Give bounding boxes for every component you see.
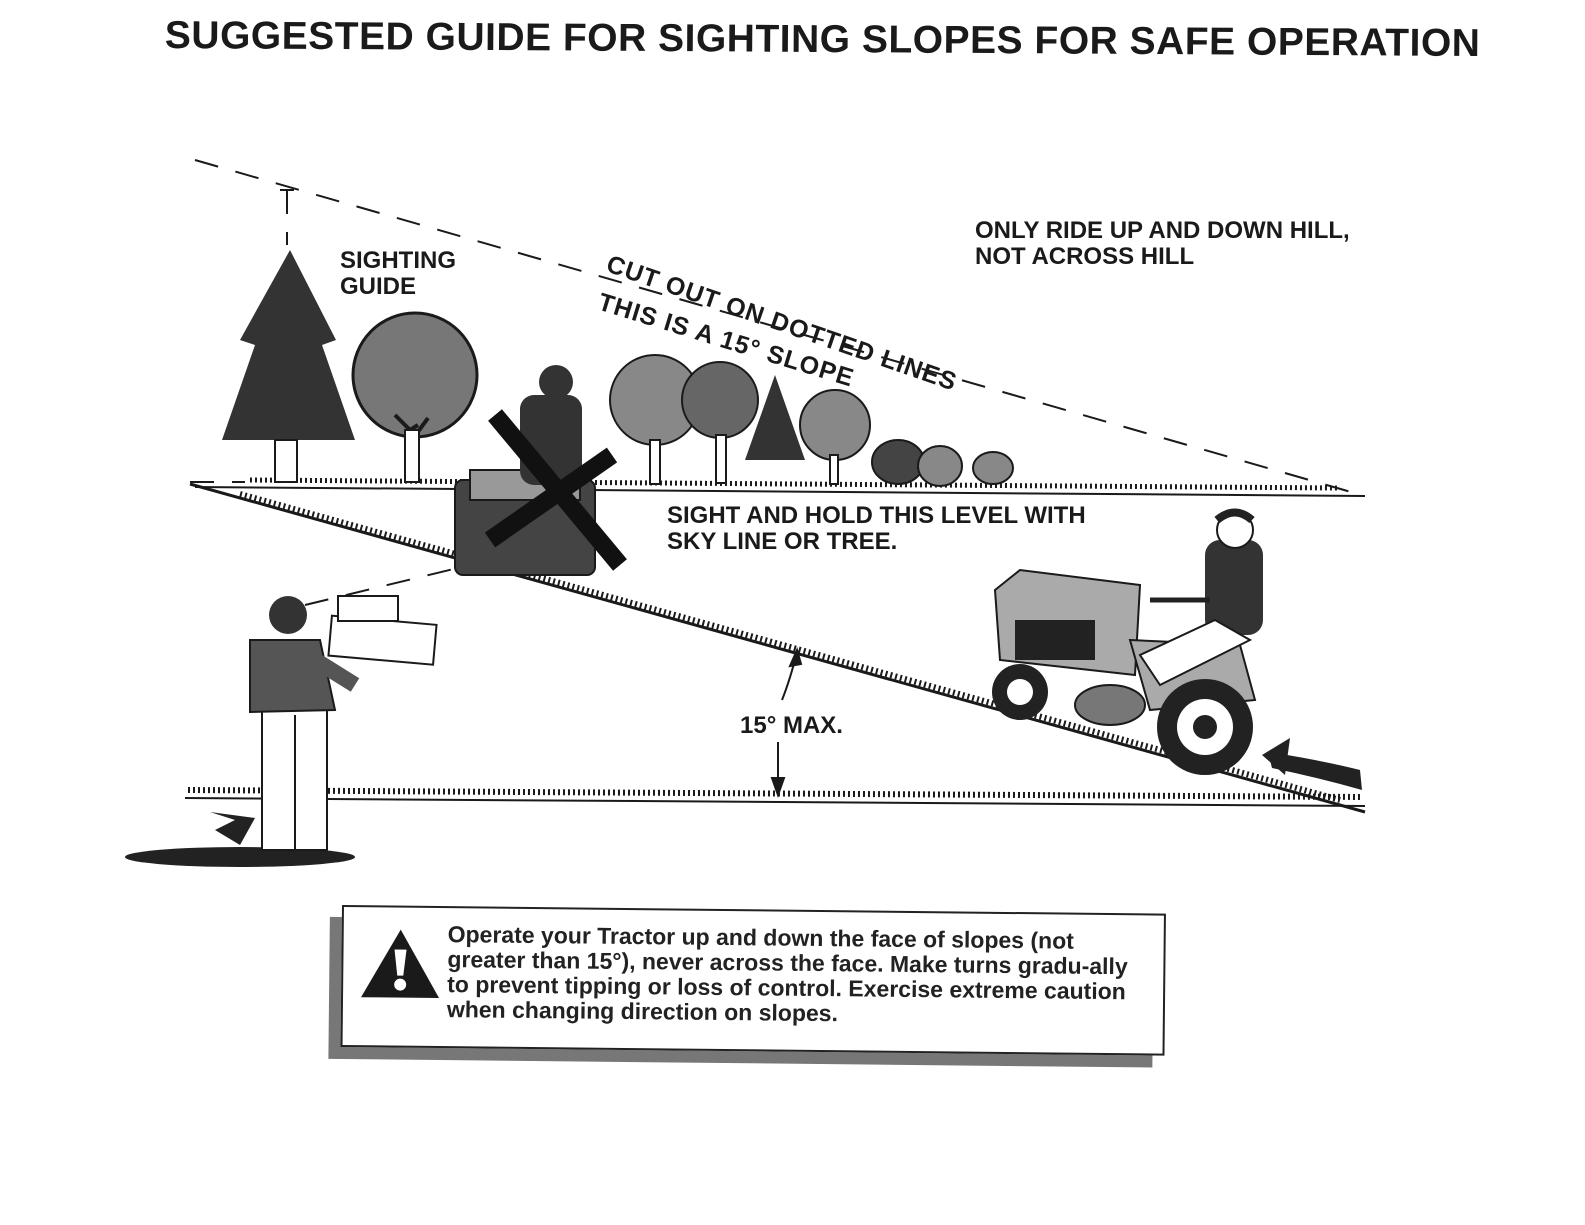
tractor-rear-icon (454, 365, 627, 576)
angle-indicator (770, 647, 803, 799)
tractor-side-icon (992, 508, 1263, 775)
sighting-guide-label: SIGHTING GUIDE (340, 247, 457, 300)
ground-line (184, 787, 1366, 807)
warning-box: Operate your Tractor up and down the fac… (340, 905, 1166, 1056)
pine-tree-icon (222, 250, 355, 483)
bushes-icon (871, 439, 1014, 487)
dotted-cut-line (190, 159, 1366, 606)
warning-text: Operate your Tractor up and down the fac… (446, 921, 1128, 1027)
horizon-line (194, 477, 1366, 497)
warning-triangle-icon (361, 929, 440, 999)
ride-direction-label: ONLY RIDE UP AND DOWN HILL, NOT ACROSS H… (975, 217, 1350, 270)
person-sighting-icon (125, 595, 438, 867)
tree-cluster-icon (609, 354, 871, 485)
tree-icon (351, 311, 479, 483)
uphill-arrow-icon (1262, 738, 1362, 790)
max-angle-label: 15° MAX. (740, 712, 843, 739)
sight-hold-label: SIGHT AND HOLD THIS LEVEL WITH SKY LINE … (667, 502, 1086, 555)
